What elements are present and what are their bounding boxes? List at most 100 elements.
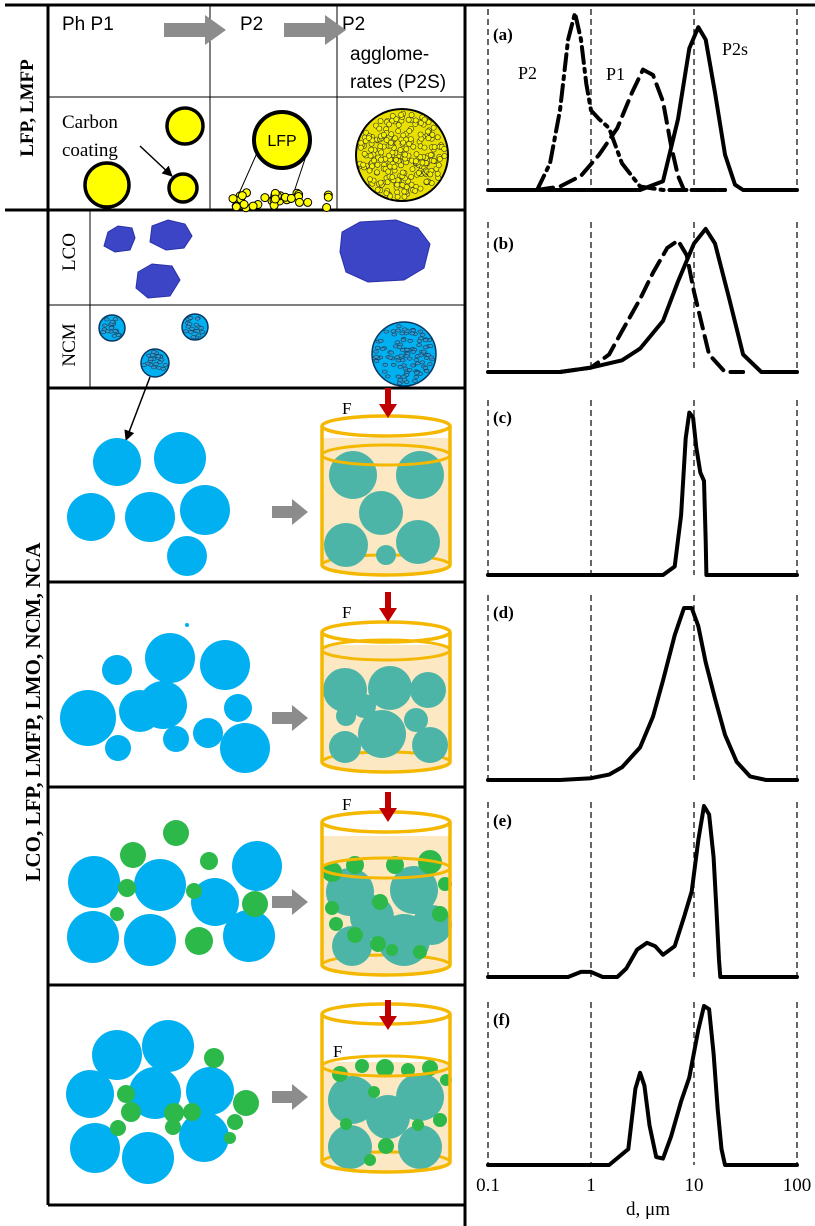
ncm-grain xyxy=(378,338,384,343)
loose-particle xyxy=(154,432,206,484)
loose-particle xyxy=(66,1070,114,1118)
ncm-grain xyxy=(398,353,404,358)
ncm-grain xyxy=(421,349,427,354)
packed-particle xyxy=(324,523,368,567)
grey-arrow-icon xyxy=(164,15,226,45)
lfp-nanoparticle xyxy=(239,199,249,209)
agglomerate-grain xyxy=(412,187,418,194)
agglomerate-grain xyxy=(366,167,373,174)
agglomerate-grain xyxy=(389,113,396,119)
packed-particle xyxy=(412,727,448,763)
loose-particle xyxy=(191,878,239,926)
loose-particle xyxy=(67,493,115,541)
series-line-p2s xyxy=(486,25,799,192)
loose-particle xyxy=(93,438,141,486)
ncm-grain xyxy=(419,332,426,337)
agglomerate-grain xyxy=(412,158,419,165)
loose-particle xyxy=(68,856,120,908)
ncm-grain xyxy=(422,345,429,350)
ncm-grain xyxy=(399,331,405,336)
packed-particle xyxy=(328,1076,376,1124)
lfp-particle xyxy=(167,172,199,204)
left-table-frame xyxy=(5,3,815,1226)
agglomerate-grain xyxy=(400,132,407,139)
packed-particle xyxy=(398,1125,442,1169)
ncm-grain xyxy=(104,329,111,334)
lco-label: LCO xyxy=(59,233,80,271)
ncm-grain xyxy=(104,317,110,322)
agglomerate-grain xyxy=(435,162,442,169)
agglomerate-grain xyxy=(417,131,424,138)
panel-label-b: (b) xyxy=(493,234,514,253)
ncm-grain xyxy=(373,349,379,354)
ncm-grain xyxy=(102,323,108,328)
agglomerate-grain xyxy=(408,112,415,118)
ncm-grain xyxy=(373,354,379,359)
ncm-grain xyxy=(199,330,206,335)
agglomerate-grain xyxy=(413,151,420,158)
agglomerate-grain xyxy=(385,152,392,159)
ncm-grain xyxy=(404,347,410,352)
ncm-grain xyxy=(193,322,200,327)
fine-particle xyxy=(118,879,136,897)
lfp-nanoparticle xyxy=(228,194,238,204)
ncm-grain xyxy=(407,356,413,361)
agglomerate-grain xyxy=(408,181,415,188)
series-line-panel-d-0 xyxy=(486,606,799,782)
carbon-coating-label-line1: Carbon xyxy=(62,112,118,133)
x-tick-label: 10 xyxy=(685,1175,704,1196)
grey-arrow-icon xyxy=(272,705,308,731)
magnify-line xyxy=(236,152,258,199)
agglomerate-grain xyxy=(361,150,368,157)
ncm-grain xyxy=(373,359,380,364)
agglomerate-grain xyxy=(393,116,400,123)
fine-particle xyxy=(117,1085,135,1103)
force-arrow-head xyxy=(379,808,397,822)
fine-particle xyxy=(401,1063,415,1077)
agglomerate-grain xyxy=(403,146,410,152)
force-arrow-head xyxy=(379,404,397,418)
ncm-grain xyxy=(422,365,429,370)
grey-arrow-icon xyxy=(272,1084,308,1110)
lfp-nanoparticle xyxy=(322,203,332,212)
agglomerate-grain xyxy=(383,190,390,197)
force-arrow-icon xyxy=(385,792,391,810)
agglomerate-grain xyxy=(415,169,422,176)
ncm-grain xyxy=(151,350,157,354)
row-f-packing: F xyxy=(66,1000,452,1184)
fine-particle xyxy=(163,820,189,846)
ncm-grain xyxy=(157,360,163,365)
ncm-grain xyxy=(410,363,416,368)
ncm-grain xyxy=(410,328,416,333)
x-tick-label: 1 xyxy=(586,1175,596,1196)
lfp-nanoparticle xyxy=(237,191,247,201)
series-line-panel-b-0 xyxy=(558,238,746,374)
fine-particle xyxy=(325,901,339,915)
agglomerate-grain xyxy=(360,161,367,168)
ncm-grain xyxy=(391,332,397,337)
lfp-label: LFP xyxy=(267,133,296,150)
ncm-grain xyxy=(383,329,389,334)
col-header-p2s-line3: rates (P2S) xyxy=(350,72,446,93)
fine-particle xyxy=(203,946,209,952)
force-arrow-icon xyxy=(385,1000,391,1018)
lco-particle-large xyxy=(339,219,431,283)
agglomerate-grain xyxy=(421,116,428,123)
fine-particle xyxy=(329,917,343,931)
lfp-nanoparticle xyxy=(295,197,304,207)
ncm-grain xyxy=(183,329,189,334)
agglomerate-grain xyxy=(367,152,374,159)
fine-particle xyxy=(200,852,218,870)
agglomerate-grain xyxy=(374,186,381,193)
ncm-label: NCM xyxy=(59,323,80,366)
ncm-grain xyxy=(400,358,406,363)
agglomerate-texture xyxy=(357,110,448,200)
lfp-nanoparticle xyxy=(270,194,280,204)
loose-particle xyxy=(122,1132,174,1184)
lfp-particle xyxy=(83,161,131,209)
force-label: F xyxy=(333,1042,342,1061)
fine-particle xyxy=(386,856,404,874)
agglomerate-grain xyxy=(419,159,426,166)
psd-charts xyxy=(486,9,799,1167)
